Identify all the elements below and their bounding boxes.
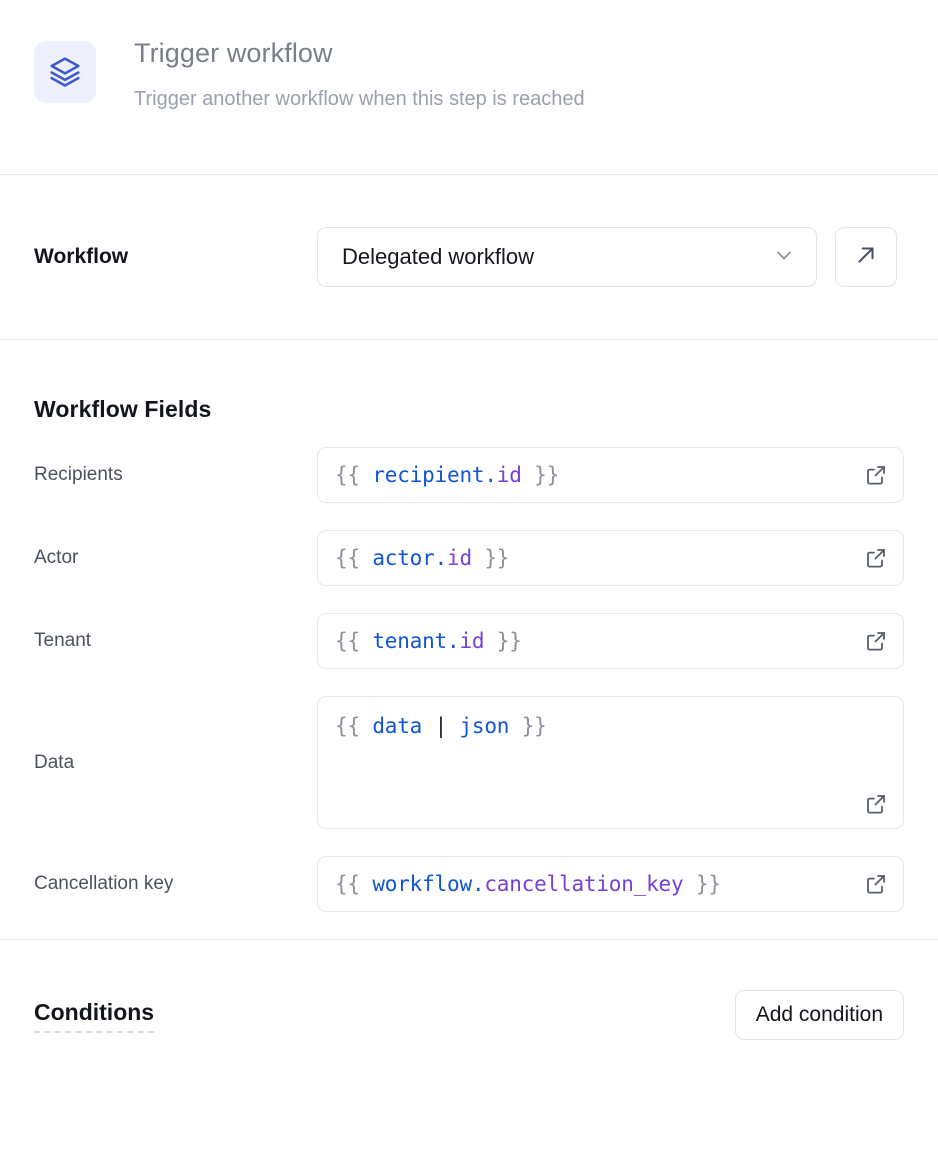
token-ident: workflow: [372, 872, 472, 896]
field-row: Actor {{ actor.id }}: [34, 530, 904, 586]
token-brace: }}: [471, 546, 510, 570]
field-row: Recipients {{ recipient.id }}: [34, 447, 904, 503]
token-prop: id: [447, 546, 472, 570]
workflow-select[interactable]: Delegated workflow: [317, 227, 817, 287]
open-workflow-button[interactable]: [835, 227, 897, 287]
template-value: {{ data | json }}: [335, 712, 547, 740]
template-value: {{ recipient.id }}: [335, 461, 559, 489]
arrow-up-right-icon: [853, 242, 879, 273]
layers-icon: [34, 41, 96, 103]
divider-header: [0, 174, 938, 175]
token-prop: id: [496, 463, 522, 487]
token-brace: {{: [335, 872, 373, 896]
token-dot: .: [484, 463, 497, 487]
field-label: Actor: [34, 547, 79, 568]
workflow-select-value: Delegated workflow: [342, 244, 534, 269]
token-brace: {{: [335, 629, 373, 653]
token-dot: .: [434, 546, 448, 570]
divider-workflow: [0, 339, 938, 340]
conditions-row: Conditions Add condition: [0, 940, 938, 1090]
template-value: {{ actor.id }}: [335, 544, 509, 572]
chevron-down-icon: [772, 243, 796, 272]
token-brace: {{: [335, 546, 373, 570]
page-title: Trigger workflow: [134, 38, 333, 68]
template-value: {{ tenant.id }}: [335, 627, 522, 655]
token-brace: {{: [335, 714, 373, 738]
token-prop: cancellation_key: [484, 872, 684, 896]
external-link-icon[interactable]: [864, 872, 888, 896]
template-input[interactable]: {{ data | json }}: [317, 696, 904, 829]
template-input[interactable]: {{ recipient.id }}: [317, 447, 904, 503]
header-text-group: Trigger workflow Trigger another workflo…: [134, 32, 585, 112]
template-input[interactable]: {{ workflow.cancellation_key }}: [317, 856, 904, 912]
panel-header: Trigger workflow Trigger another workflo…: [0, 0, 938, 174]
add-condition-button[interactable]: Add condition: [734, 990, 904, 1040]
conditions-heading: Conditions: [34, 998, 155, 1033]
template-input[interactable]: {{ tenant.id }}: [317, 613, 904, 669]
token-brace: }}: [521, 463, 560, 487]
token-dot: .: [471, 872, 485, 896]
field-label: Data: [34, 751, 75, 773]
field-row: Tenant {{ tenant.id }}: [34, 613, 904, 669]
external-link-icon[interactable]: [864, 629, 888, 653]
template-input[interactable]: {{ actor.id }}: [317, 530, 904, 586]
token-ident: data: [372, 714, 423, 738]
workflow-fields-list: Recipients{{ recipient.id }} Actor{{ act…: [0, 423, 938, 912]
divider-fields: [0, 939, 938, 940]
field-label: Tenant: [34, 630, 92, 651]
field-label: Cancellation key: [34, 873, 174, 894]
token-ident: json: [459, 714, 510, 738]
external-link-icon[interactable]: [864, 463, 888, 487]
template-value: {{ workflow.cancellation_key }}: [335, 870, 721, 898]
workflow-row: Workflow Delegated workflow: [0, 175, 938, 339]
workflow-fields-heading: Workflow Fields: [34, 396, 212, 422]
token-ident: tenant: [372, 629, 448, 653]
token-dot: .: [447, 629, 460, 653]
field-row: Data {{ data | json }}: [34, 696, 904, 829]
page-subtitle: Trigger another workflow when this step …: [134, 88, 585, 110]
workflow-control-group: Delegated workflow: [317, 227, 904, 287]
token-ident: recipient: [372, 463, 485, 487]
token-brace: {{: [335, 463, 373, 487]
external-link-icon[interactable]: [864, 792, 888, 816]
trigger-workflow-step-panel: Trigger workflow Trigger another workflo…: [0, 0, 938, 1090]
token-prop: id: [459, 629, 485, 653]
token-ident: actor: [372, 546, 435, 570]
token-pipe: |: [422, 714, 460, 738]
field-row: Cancellation key {{ workflow.cancellation…: [34, 856, 904, 912]
token-brace: }}: [683, 872, 721, 896]
token-brace: }}: [509, 714, 547, 738]
external-link-icon[interactable]: [864, 546, 888, 570]
token-brace: }}: [484, 629, 522, 653]
field-label: Recipients: [34, 464, 123, 485]
workflow-label: Workflow: [34, 245, 129, 268]
